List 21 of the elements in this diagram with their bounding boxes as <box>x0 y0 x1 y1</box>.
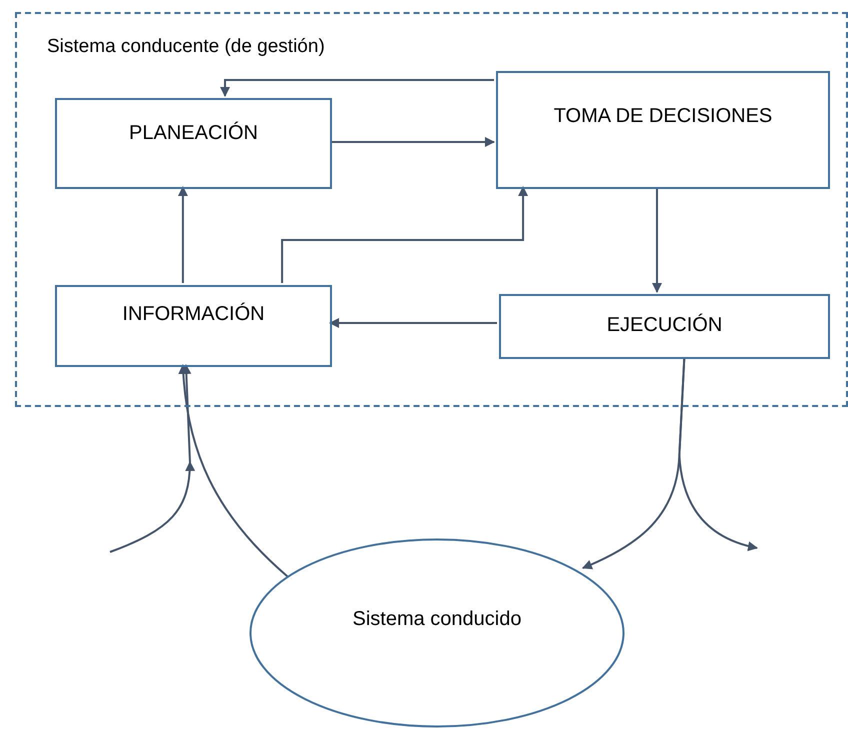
node-label: Sistema conducido <box>352 608 522 631</box>
process-box <box>55 285 332 367</box>
group-heading: Sistema conducente (de gestión) <box>47 36 325 58</box>
node-label: INFORMACIÓN <box>121 303 266 326</box>
process-box <box>499 294 830 359</box>
process-box <box>55 98 332 189</box>
arrow <box>178 364 289 578</box>
arrow <box>178 186 188 283</box>
dashed-boundary-box <box>15 12 848 407</box>
node-label: EJECUCIÓN <box>606 314 724 337</box>
node-label: TOMA DE DECISIONES <box>552 105 774 128</box>
arrow <box>652 187 662 293</box>
arrow <box>329 318 497 328</box>
process-box <box>496 71 830 189</box>
system-ellipse <box>249 538 625 728</box>
arrow <box>110 364 195 553</box>
arrow <box>678 356 758 551</box>
arrow <box>220 78 494 97</box>
arrow <box>330 136 495 147</box>
arrow <box>281 186 528 283</box>
node-label: PLANEACIÓN <box>128 122 259 145</box>
